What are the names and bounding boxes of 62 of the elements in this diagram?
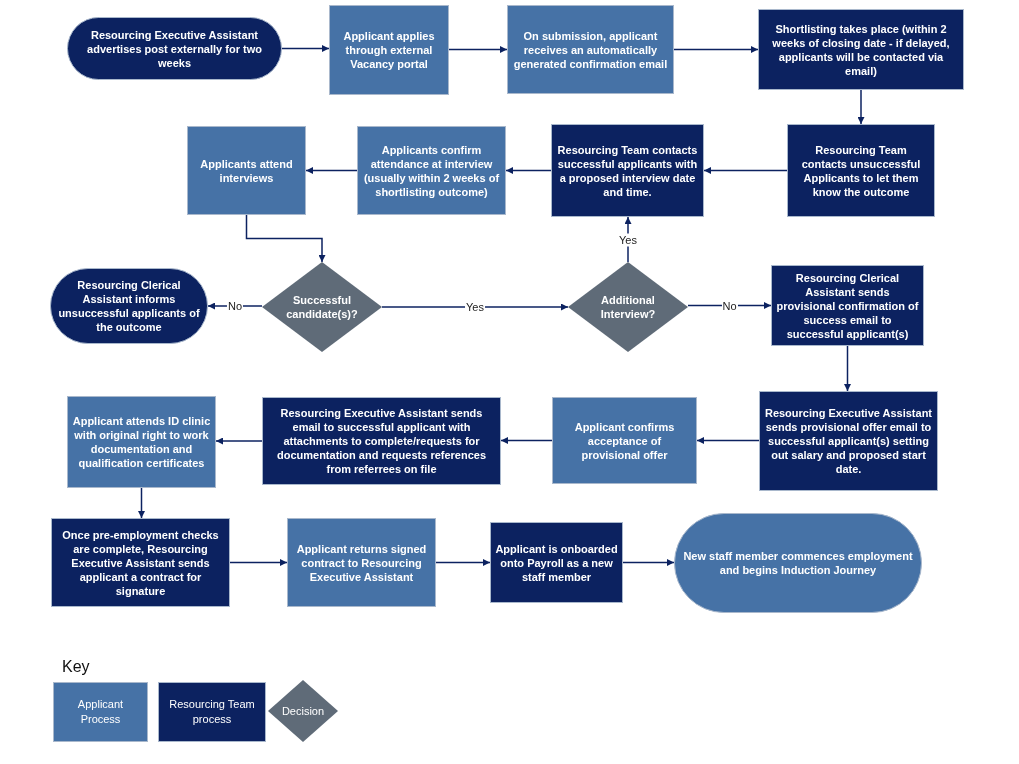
arrow — [622, 559, 675, 566]
arrow — [696, 437, 760, 444]
arrow — [624, 216, 632, 263]
step-text: Applicant confirms acceptance of provisional offer — [573, 419, 676, 462]
step-text: Resourcing Team contacts successful applicants with a proposed interview date and time. — [556, 142, 699, 199]
edge-label: Yes — [465, 300, 485, 314]
arrow — [448, 46, 508, 53]
decision-diamond — [568, 262, 688, 352]
step-text: New staff member commences employment and begins Induction Journey — [682, 549, 914, 577]
step-text: Successful candidate(s)? — [286, 293, 358, 321]
decision-diamond — [262, 262, 382, 352]
step-text: Resourcing Team contacts unsuccessful Applicants to let them know the outcome — [800, 142, 922, 199]
process-box — [758, 9, 964, 90]
arrow — [500, 437, 553, 444]
arrow — [381, 303, 569, 311]
legend-text: Applicant Process — [76, 697, 125, 727]
process-box — [262, 397, 501, 485]
process-box — [187, 126, 306, 215]
arrow — [703, 167, 788, 174]
arrow — [245, 214, 326, 263]
step-text: Additional Interview? — [599, 293, 657, 321]
arrow — [138, 487, 145, 519]
process-box — [507, 5, 674, 94]
step-text: On submission, applicant receives an automatically generated confirmation email — [512, 28, 669, 71]
step-text: Resourcing Clerical Assistant sends provisional confirmation of success email to successful applicant(s) — [776, 270, 919, 341]
step-text: Shortlisting takes place (within 2 weeks of closing date - if delayed, applicants will be contacted via email) — [771, 21, 951, 78]
arrow — [857, 89, 865, 125]
arrow — [844, 345, 851, 392]
process-box — [51, 518, 230, 607]
step-text: Applicant applies through external Vacancy portal — [342, 29, 436, 71]
step-text: Applicants confirm attendance at interview (usually within 2 weeks of shortlisting outcome) — [362, 142, 501, 199]
step-text: Applicant attends ID clinic with original right to work documentation and qualification certificates — [72, 414, 211, 470]
step-text: Once pre-employment checks are complete, Resourcing Executive Assistant sends applicant a contract for signature — [61, 527, 220, 598]
arrow — [281, 45, 330, 52]
process-box — [551, 124, 704, 217]
step-text: Applicant returns signed contract to Resourcing Executive Assistant — [295, 541, 428, 584]
edge-label: No — [721, 299, 738, 312]
step-text: Resourcing Executive Assistant advertises post externally for two weeks — [86, 27, 263, 70]
process-box — [490, 522, 623, 603]
edge-label: No — [226, 299, 244, 313]
arrow — [229, 559, 288, 566]
edge-label: Yes — [618, 233, 638, 246]
legend-text: Resourcing Team process — [168, 697, 256, 727]
step-text: Resourcing Executive Assistant sends provisional offer email to successful applicant(s) setting out salary and proposed start date. — [764, 406, 933, 476]
arrow — [215, 437, 263, 445]
process-box — [759, 391, 938, 491]
process-box — [787, 124, 935, 217]
step-text: Resourcing Clerical Assistant informs unsuccessful applicants of the outcome — [57, 278, 201, 334]
process-box — [67, 396, 216, 488]
legend-text: Decision — [281, 704, 325, 718]
arrow — [435, 559, 491, 566]
key-heading: Key — [62, 657, 90, 677]
arrow — [505, 167, 552, 174]
arrow — [305, 167, 358, 174]
process-box — [552, 397, 697, 484]
process-box — [329, 5, 449, 95]
process-box — [287, 518, 436, 607]
step-text: Applicants attend interviews — [199, 156, 294, 185]
process-box — [357, 126, 506, 215]
arrow — [673, 46, 759, 53]
step-text: Resourcing Executive Assistant sends email to successful applicant with attachments to complete/requests for documentation and requests references from referrees on file — [275, 406, 488, 476]
step-text: Applicant is onboarded onto Payroll as a new staff member — [495, 541, 618, 584]
